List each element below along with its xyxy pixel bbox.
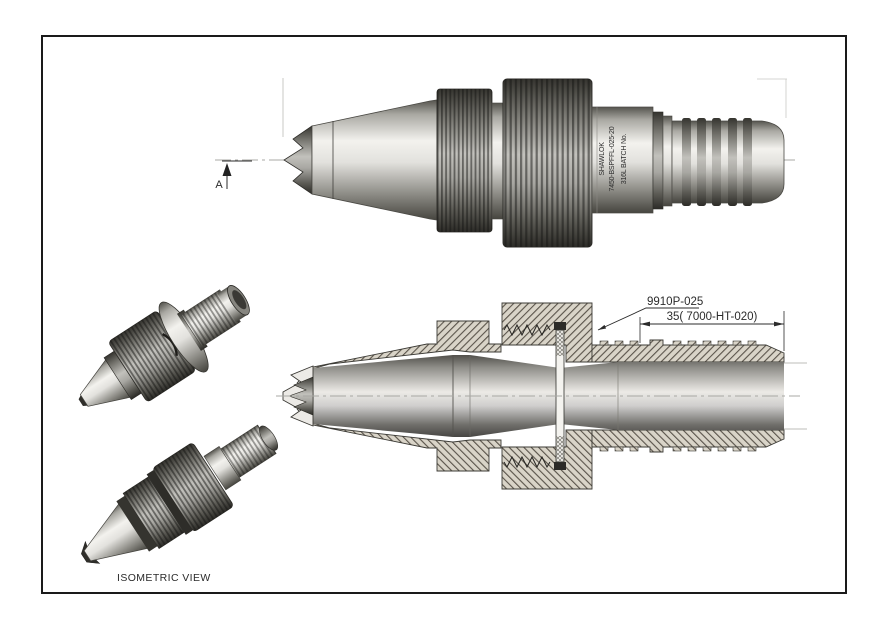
isometric-view-caption: ISOMETRIC VIEW	[117, 572, 211, 584]
isometric-view-top	[78, 285, 250, 407]
knurled-ring	[436, 88, 493, 233]
part-marking-brand: SHAWLOK	[599, 142, 606, 176]
part-callout: 9910P-025	[597, 296, 703, 331]
thread-profile	[503, 323, 551, 337]
nozzle-shell-section	[296, 320, 502, 384]
barb-ridge-bumps	[599, 340, 757, 346]
section-view: 9910P-025 35( 7000-HT-020)	[276, 296, 807, 490]
flange-ring	[652, 111, 664, 210]
dimension-35: 35( 7000-HT-020)	[639, 311, 785, 351]
dim-arrow-right	[774, 321, 784, 327]
part-marking-model: 7450-BSPFFL-025-20	[609, 126, 616, 191]
callout-text: 9910P-025	[647, 296, 703, 308]
top-view: SHAWLOK 7450-BSPFFL-025-20 316L BATCH No…	[215, 78, 795, 248]
crown-tip	[283, 125, 313, 195]
section-cut-marker: A	[215, 160, 252, 191]
section-upper-half	[296, 302, 785, 384]
isometric-view-bottom	[81, 424, 279, 564]
dim-arrow-left	[640, 321, 650, 327]
knurled-nut	[502, 78, 593, 248]
barb-ribs	[682, 118, 752, 206]
section-marker-label: A	[215, 179, 223, 191]
crown-tip-section	[288, 376, 314, 416]
marked-body: SHAWLOK 7450-BSPFFL-025-20 316L BATCH No…	[591, 106, 654, 214]
dimension-text: 35( 7000-HT-020)	[667, 311, 758, 323]
part-marking-material: 316L BATCH No.	[621, 133, 628, 184]
leader-arrow	[598, 324, 607, 330]
